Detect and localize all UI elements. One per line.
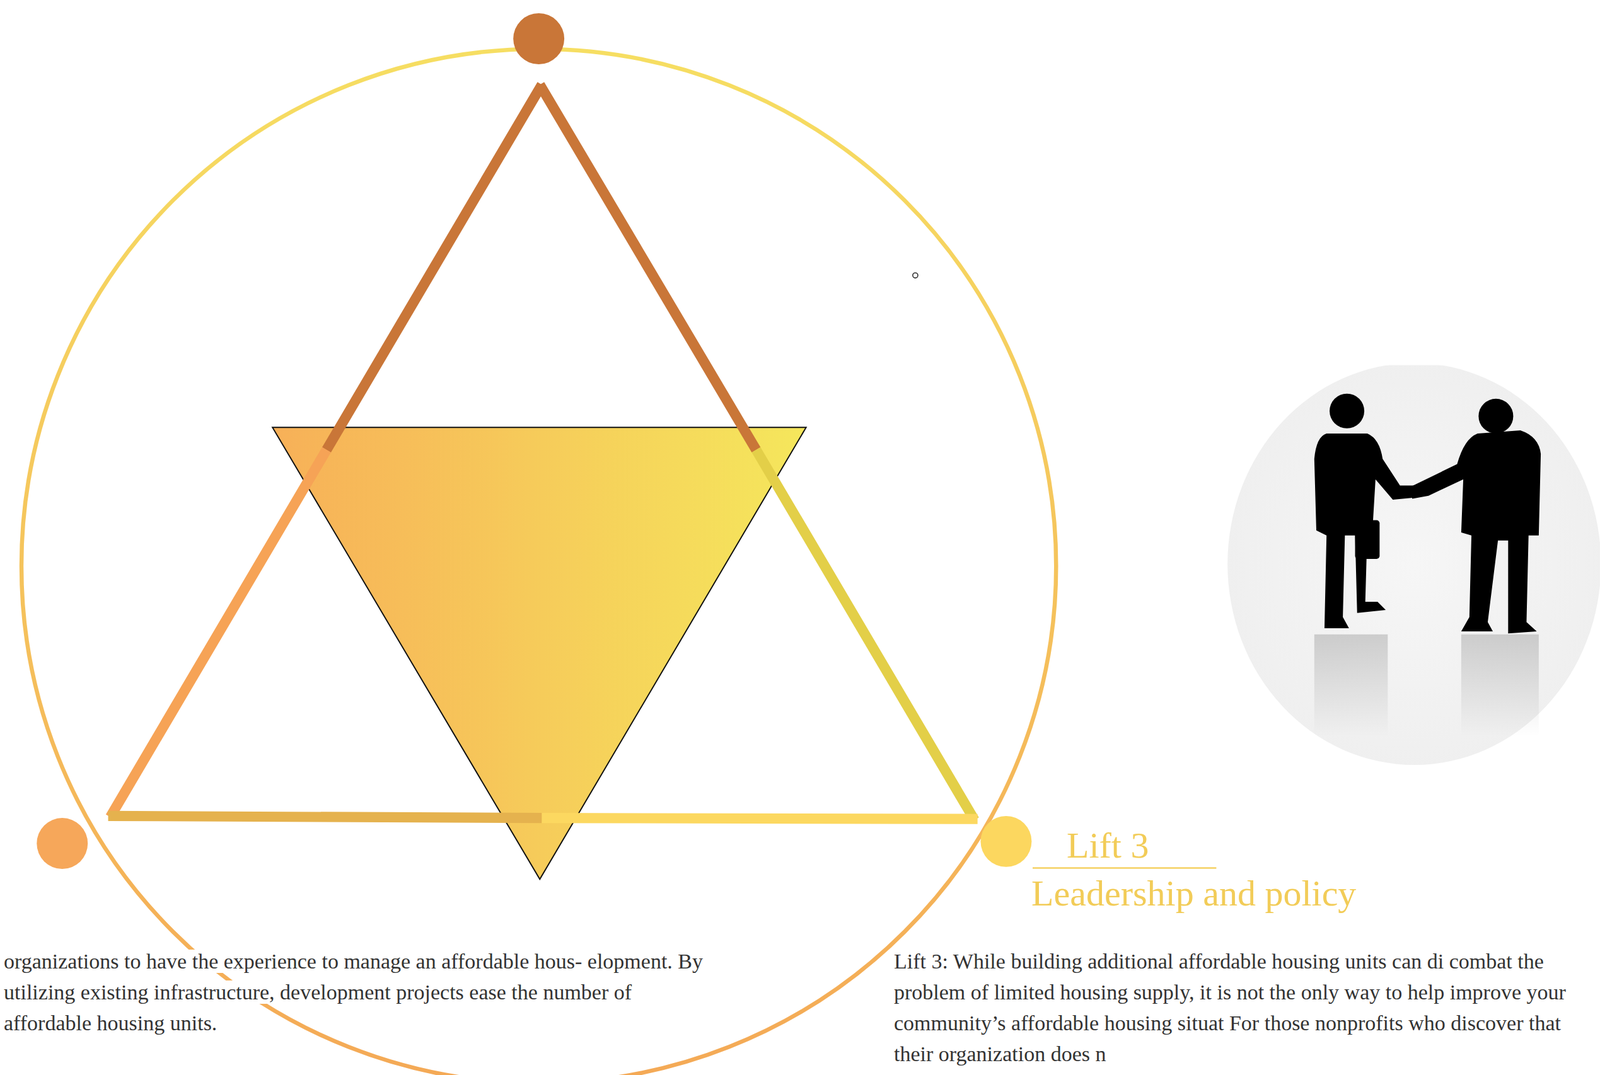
body-text: organizations to have the experience to … bbox=[3, 950, 703, 1036]
section-number-box: Lift 3 bbox=[1066, 825, 1149, 867]
handshake-picture bbox=[1227, 365, 1600, 765]
briefcase bbox=[1355, 520, 1380, 560]
small-mark bbox=[912, 272, 918, 279]
body-text: Lift 3: While building additional afford… bbox=[893, 950, 1566, 1067]
picture-oval bbox=[1227, 365, 1600, 765]
heading-underline bbox=[1032, 867, 1217, 869]
body-text-box: Lift 3: While building additional afford… bbox=[893, 946, 1595, 1071]
section-title-box: Leadership and policy bbox=[1031, 873, 1357, 915]
inverted-triangle bbox=[272, 427, 807, 880]
silhouette-reflection bbox=[1461, 634, 1539, 737]
vertex-dot bbox=[513, 13, 565, 65]
outer-ring bbox=[21, 49, 1056, 1075]
triangle-side bbox=[755, 450, 974, 821]
triangle-side bbox=[541, 818, 978, 820]
upright-triangle bbox=[108, 84, 978, 821]
person-head bbox=[1478, 399, 1514, 434]
vertex-dot bbox=[980, 816, 1032, 868]
section-title: Leadership and policy bbox=[1031, 873, 1357, 915]
triangle-side bbox=[539, 84, 756, 450]
vertex-dot bbox=[36, 818, 88, 870]
person-body bbox=[1314, 433, 1415, 629]
triangle-side bbox=[326, 84, 543, 450]
silhouette-reflection bbox=[1314, 634, 1389, 737]
triangle-side bbox=[110, 450, 327, 818]
body-text-box: organizations to have the experience to … bbox=[3, 946, 717, 1040]
section-number: Lift 3 bbox=[1066, 825, 1149, 867]
person-body bbox=[1411, 430, 1542, 634]
person-head bbox=[1329, 394, 1365, 429]
triangle-side bbox=[108, 816, 543, 819]
